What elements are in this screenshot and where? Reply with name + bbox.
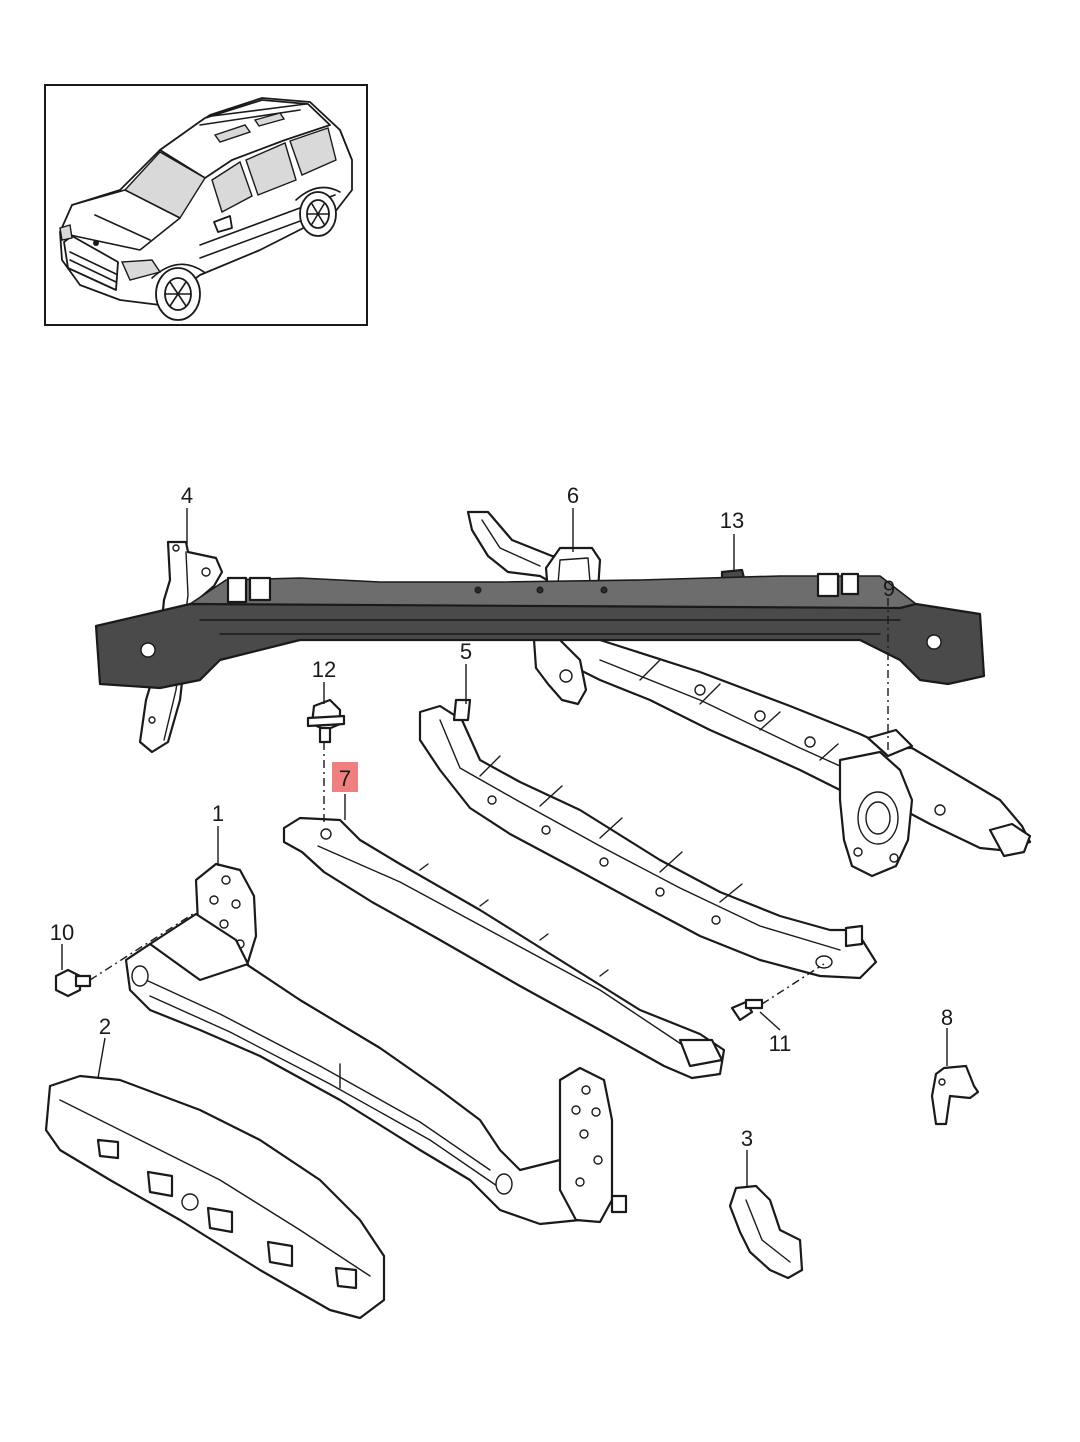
callout-8: 8 xyxy=(941,1005,953,1030)
part-3-bracket xyxy=(728,1184,804,1280)
part-8-bracket xyxy=(930,1064,980,1126)
callout-7-highlight xyxy=(332,762,358,792)
callout-11: 11 xyxy=(769,1031,792,1056)
callouts: 4 6 13 9 5 12 7 1 10 2 8 11 3 xyxy=(50,483,953,1151)
leader-lines xyxy=(61,508,948,1188)
callout-6: 6 xyxy=(567,483,579,508)
callout-5: 5 xyxy=(460,639,472,664)
callout-1: 1 xyxy=(212,801,224,826)
suv-illustration xyxy=(59,97,353,321)
vehicle-thumbnail xyxy=(44,84,368,326)
part-12-bolt xyxy=(306,698,346,744)
part-11-bolt xyxy=(730,998,764,1022)
callout-4: 4 xyxy=(181,483,193,508)
callout-9: 9 xyxy=(883,576,895,601)
part-7-bar xyxy=(282,816,726,1080)
part-5-frame xyxy=(418,698,878,980)
callout-13: 13 xyxy=(720,508,744,533)
part-9-frame-assembly xyxy=(466,510,1032,878)
crossmember-dark xyxy=(94,572,986,690)
callout-7: 7 xyxy=(339,766,351,791)
callout-3: 3 xyxy=(741,1126,753,1151)
callout-12: 12 xyxy=(312,657,336,682)
part-1-bumper-beam xyxy=(124,862,628,1226)
callout-10: 10 xyxy=(50,920,74,945)
part-2-absorber xyxy=(44,1074,386,1320)
part-10-bolt xyxy=(54,968,92,998)
callout-2: 2 xyxy=(99,1014,111,1039)
